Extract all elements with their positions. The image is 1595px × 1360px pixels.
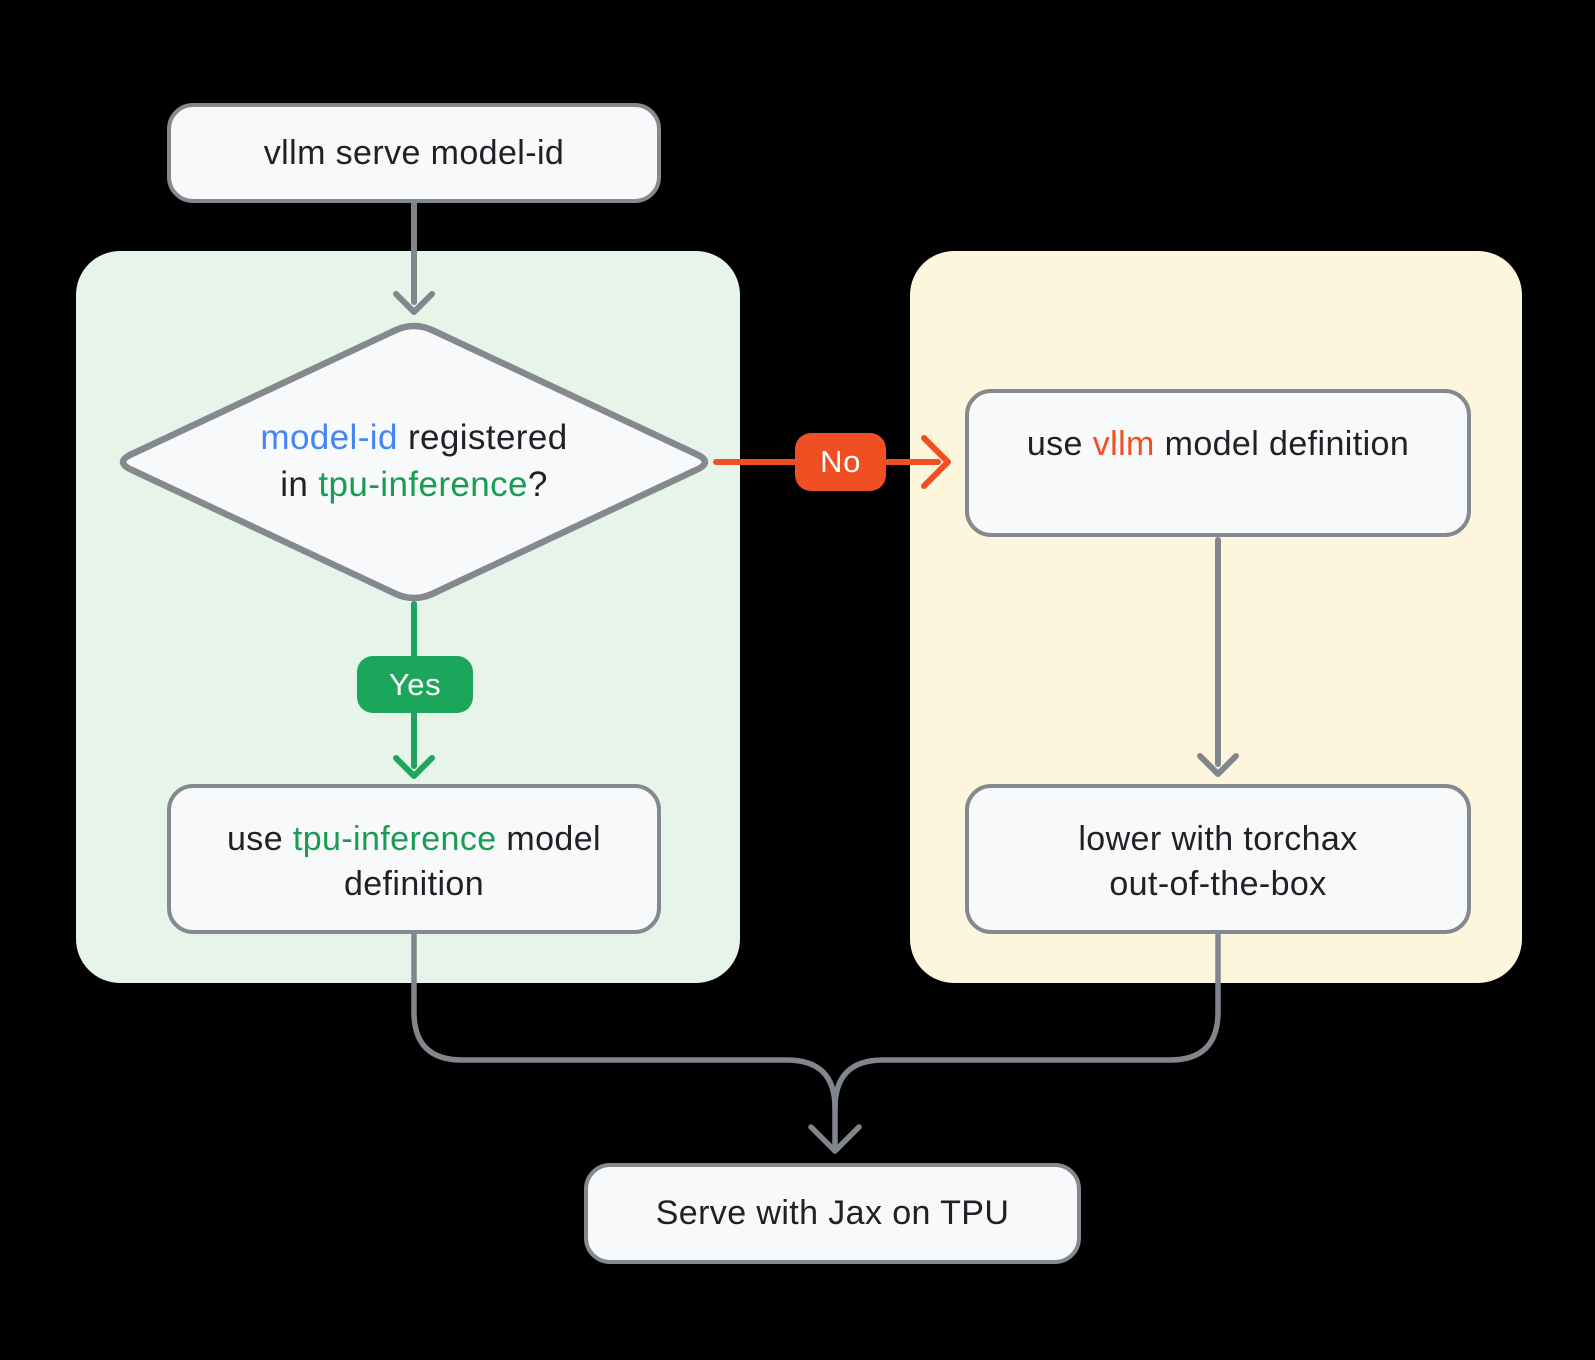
torchax-line2: out-of-the-box — [1109, 865, 1327, 903]
decision-label-line2: in tpu-inference? — [280, 465, 548, 504]
decision-model-id-text: model-id — [260, 418, 398, 457]
merge-connector-left — [411, 930, 838, 1147]
merge-connector — [411, 930, 1221, 1154]
torchax-line1: lower with torchax — [1078, 820, 1358, 858]
decision-diamond-shape — [119, 322, 709, 602]
yes-edge-badge: Yes — [357, 656, 473, 713]
serve-node-label: Serve with Jax on TPU — [655, 1194, 1010, 1232]
merge-connector-right — [832, 930, 1221, 1111]
decision-node-label: model-id registered in tpu-inference? — [114, 414, 714, 508]
yes-edge-label: Yes — [388, 666, 442, 702]
tpu-model-line2: definition — [343, 865, 485, 903]
tpu-model-line1: use tpu-inference model — [227, 820, 601, 858]
start-to-decision-arrow — [393, 198, 435, 315]
serve-node: Serve with Jax on TPU — [584, 1163, 1081, 1264]
vllm-model-node: use vllm model definition — [965, 389, 1471, 537]
no-edge-badge: No — [795, 433, 886, 491]
no-edge-label: No — [820, 444, 861, 479]
vllm-to-torchax-arrow — [1197, 537, 1239, 777]
tpu-inference-highlight: tpu-inference — [292, 820, 497, 858]
decision-tpu-inference-text: tpu-inference — [318, 465, 528, 504]
start-node-label: vllm serve model-id — [263, 133, 565, 172]
tpu-model-node: use tpu-inference model definition — [167, 784, 661, 934]
vllm-highlight: vllm — [1092, 425, 1155, 463]
start-node: vllm serve model-id — [167, 103, 661, 203]
decision-label-line1: model-id registered — [260, 418, 568, 457]
vllm-model-line1: use vllm model definition — [1026, 425, 1410, 463]
merge-arrowhead — [808, 1124, 862, 1154]
torchax-node: lower with torchax out-of-the-box — [965, 784, 1471, 934]
